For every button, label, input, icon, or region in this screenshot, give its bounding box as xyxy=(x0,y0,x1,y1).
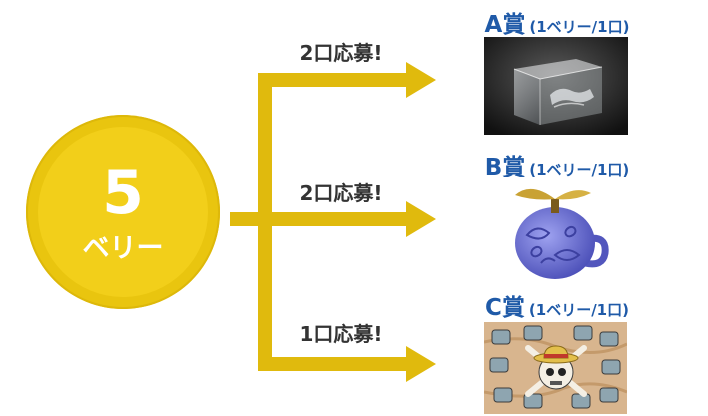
trunk-connector xyxy=(230,212,266,226)
coin-amount: 5 xyxy=(102,158,144,228)
prize-grade-a: A賞 xyxy=(484,12,526,38)
prize-note-b: (1ベリー/1口) xyxy=(529,161,630,179)
coin-face: 5 ベリー xyxy=(38,127,208,297)
arrow-shaft-b xyxy=(258,212,408,226)
prize-grade-b: B賞 xyxy=(484,155,526,181)
coin-unit: ベリー xyxy=(82,233,164,264)
arrow-shaft-a xyxy=(258,73,408,87)
prize-note-a: (1ベリー/1口) xyxy=(529,18,630,36)
arrow-head-c xyxy=(406,346,436,382)
entry-count-a: 2口応募! xyxy=(299,41,383,65)
prize-title-a: A賞(1ベリー/1口) xyxy=(438,5,676,39)
prize-grade-c: C賞 xyxy=(485,295,525,321)
arrow-shaft-c xyxy=(258,357,408,371)
arrow-head-b xyxy=(406,201,436,237)
crystal-block-icon xyxy=(484,37,628,135)
devil-fruit-pot-icon xyxy=(497,177,615,285)
entry-count-c: 1口応募! xyxy=(299,322,383,346)
entry-count-b: 2口応募! xyxy=(299,181,383,205)
prize-title-c: C賞(1ベリー/1口) xyxy=(438,288,676,322)
straw-hat-mat-icon xyxy=(484,322,627,414)
arrow-head-a xyxy=(406,62,436,98)
berry-coin: 5 ベリー xyxy=(26,115,220,309)
prize-title-b: B賞(1ベリー/1口) xyxy=(438,148,676,182)
prize-note-c: (1ベリー/1口) xyxy=(528,301,629,319)
